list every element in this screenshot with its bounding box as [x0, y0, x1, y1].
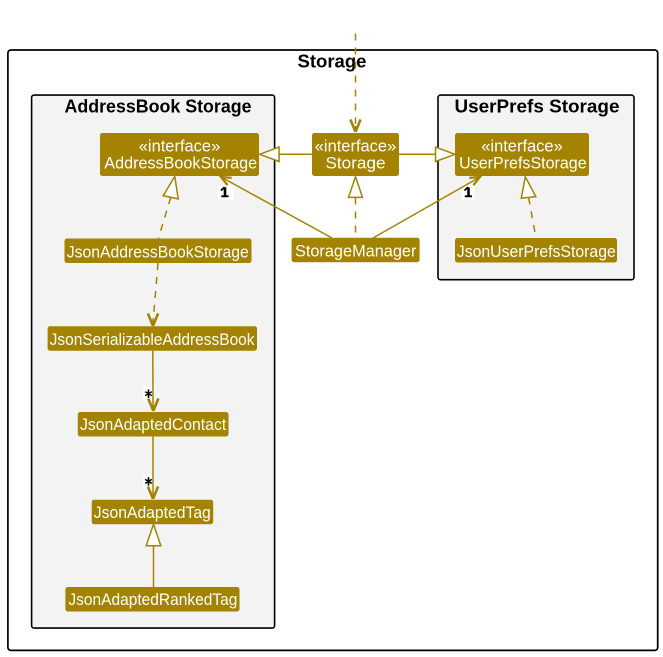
svg-text:«interface»: «interface» — [139, 137, 221, 156]
svg-text:Storage: Storage — [326, 153, 386, 172]
svg-text:AddressBook Storage: AddressBook Storage — [65, 96, 252, 116]
svg-text:UserPrefsStorage: UserPrefsStorage — [459, 153, 587, 172]
svg-text:Storage: Storage — [298, 51, 367, 71]
svg-text:JsonUserPrefsStorage: JsonUserPrefsStorage — [457, 242, 616, 261]
svg-text:AddressBookStorage: AddressBookStorage — [104, 153, 257, 172]
svg-text:«interface»: «interface» — [315, 137, 397, 156]
svg-text:UserPrefs Storage: UserPrefs Storage — [455, 96, 620, 116]
svg-text:JsonAdaptedTag: JsonAdaptedTag — [94, 503, 211, 522]
svg-text:JsonAdaptedContact: JsonAdaptedContact — [80, 415, 226, 434]
svg-text:JsonAdaptedRankedTag: JsonAdaptedRankedTag — [68, 590, 237, 609]
svg-text:StorageManager: StorageManager — [295, 242, 417, 261]
svg-text:JsonSerializableAddressBook: JsonSerializableAddressBook — [50, 330, 255, 349]
svg-text:«interface»: «interface» — [481, 137, 563, 156]
svg-text:JsonAddressBookStorage: JsonAddressBookStorage — [67, 242, 249, 261]
